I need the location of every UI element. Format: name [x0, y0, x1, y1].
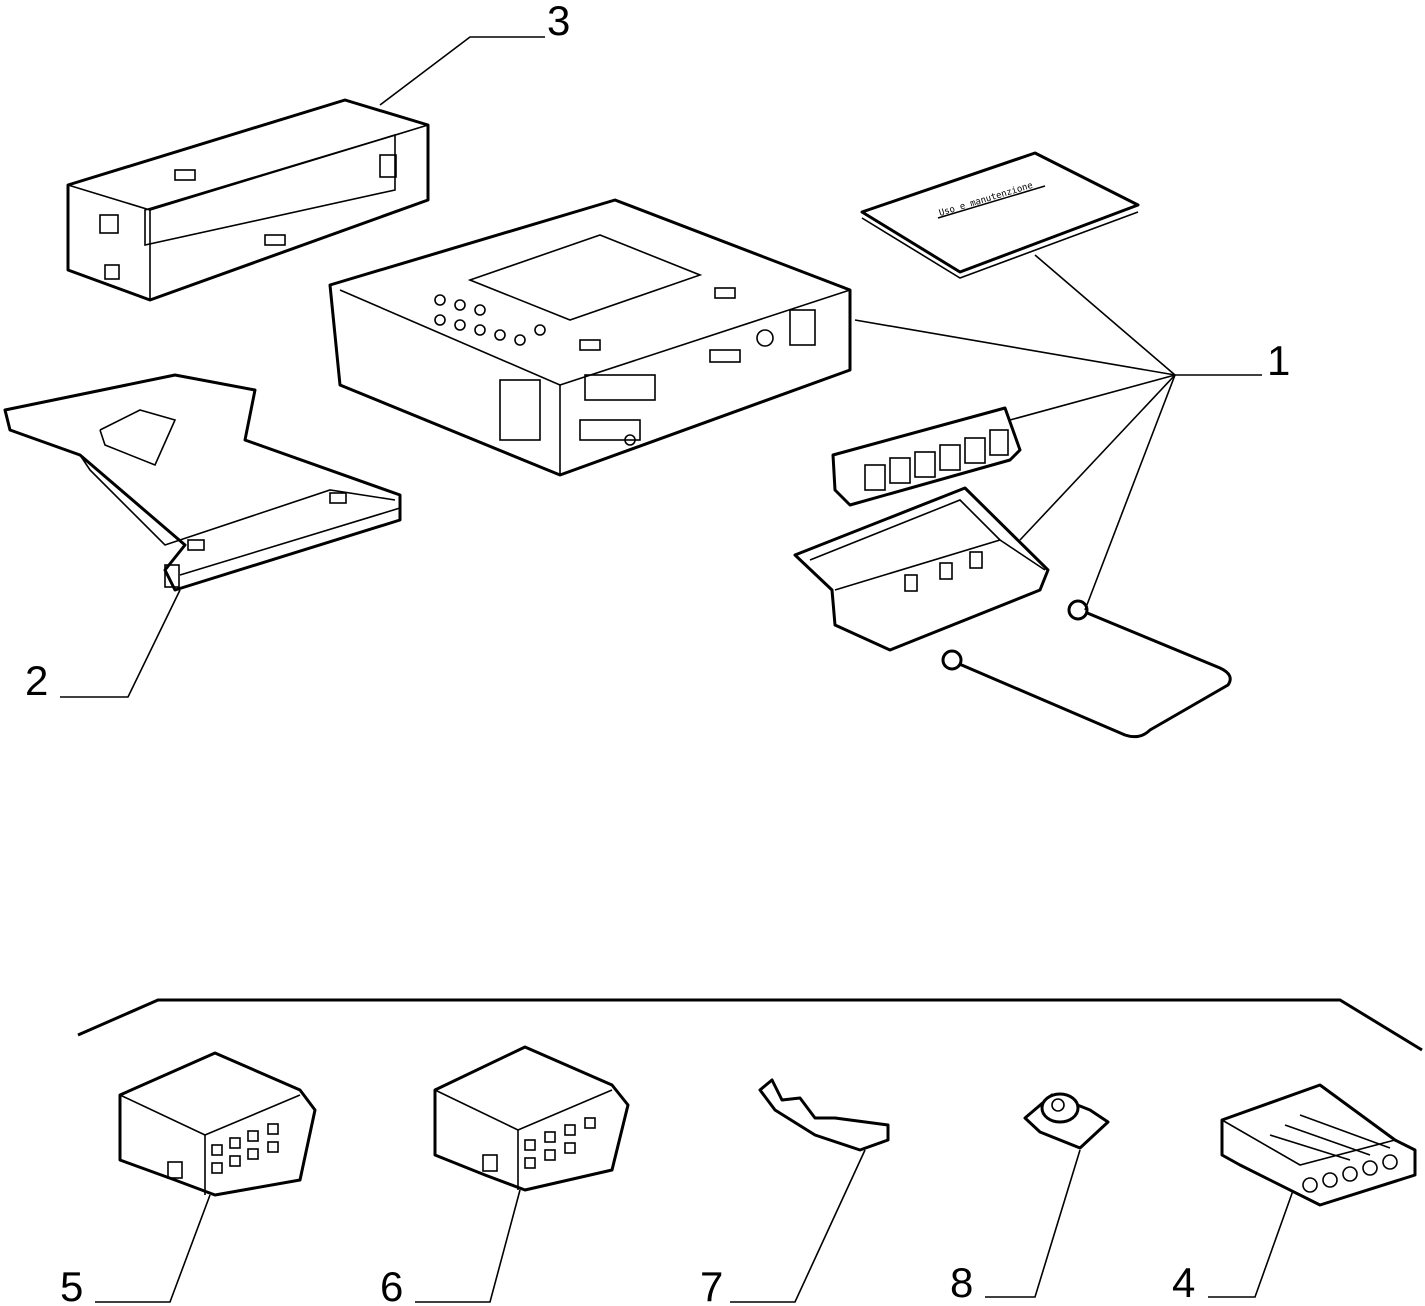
part-1-keypad: [831, 406, 1022, 507]
callout-6: 6: [380, 1263, 404, 1306]
part-1-key-rod: [941, 599, 1232, 739]
callout-7: 7: [700, 1263, 724, 1306]
callout-1: 1: [1267, 337, 1291, 384]
callout-4: 4: [1172, 1259, 1196, 1306]
part-7-terminal: [758, 1078, 890, 1152]
part-1-manual: [860, 151, 1140, 279]
callout-3: 3: [547, 0, 571, 44]
part-8-clip-nut: [1023, 1092, 1110, 1150]
part-1-case: [793, 486, 1050, 652]
manual-cover-text: Uso e manutenzione: [938, 181, 1034, 219]
part-1-radio-unit: [328, 198, 852, 477]
kit-bracket-line: [77, 998, 1423, 1052]
callout-8: 8: [950, 1259, 974, 1306]
part-3-mounting-cage: [66, 98, 430, 302]
part-2-bracket: [3, 373, 402, 592]
leader-lines: [60, 36, 1296, 1303]
part-5-connector: [118, 1051, 317, 1197]
callout-5: 5: [60, 1263, 84, 1306]
part-4-plug: [1220, 1083, 1417, 1207]
part-6-connector: [433, 1045, 630, 1192]
callout-2: 2: [25, 657, 49, 704]
